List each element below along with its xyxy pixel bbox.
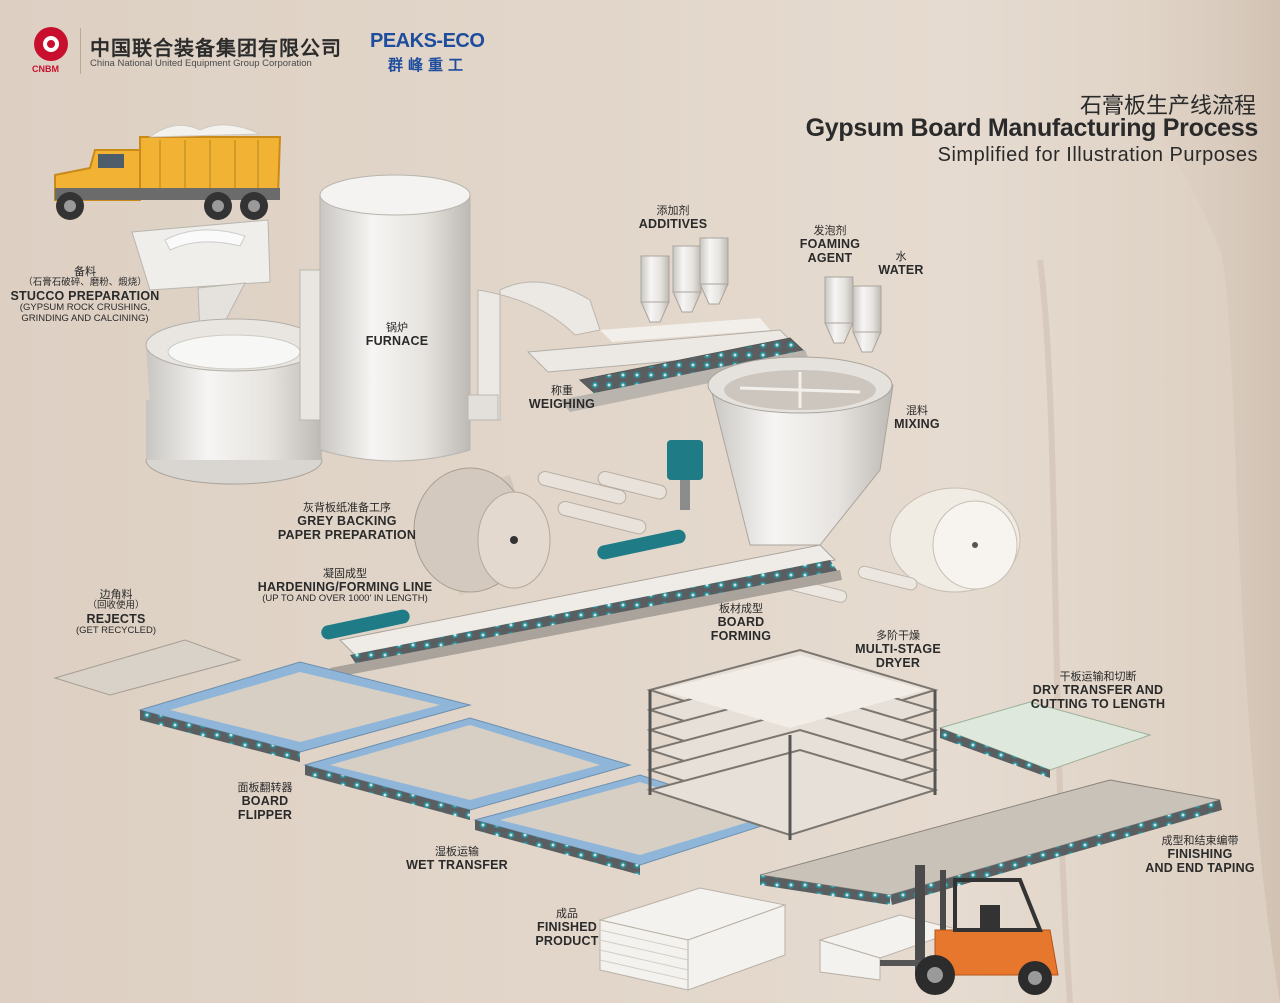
grey-paper-en2: PAPER PREPARATION	[277, 528, 417, 543]
rejects-cn: 边角料	[99, 588, 133, 601]
flipper-en2: FLIPPER	[237, 808, 293, 823]
finishing-en2: AND END TAPING	[1145, 861, 1255, 876]
label-multi-stage-dryer: 多阶干燥 MULTI-STAGE DRYER	[855, 629, 941, 671]
page-subtitle: Simplified for Illustration Purposes	[937, 144, 1258, 166]
board-forming-cn: 板材成型	[718, 602, 763, 615]
stucco-sub-cn: （石膏石破碎、磨粉、煅烧）	[23, 277, 147, 289]
dry-transfer-en2: CUTTING TO LENGTH	[1030, 697, 1166, 712]
dry-transfer-cn: 干板运输和切断	[1059, 670, 1137, 683]
label-mixing: 混料 MIXING	[894, 404, 940, 432]
flipper-cn: 面板翻转器	[237, 781, 293, 794]
label-dry-transfer: 干板运输和切断 DRY TRANSFER AND CUTTING TO LENG…	[1030, 670, 1166, 712]
finishing-cn: 成型和结束编带	[1161, 834, 1239, 847]
additives-en: ADDITIVES	[638, 217, 708, 232]
forming-line-sub: (UP TO AND OVER 1000' IN LENGTH)	[262, 593, 428, 605]
forming-line-cn: 凝固成型	[322, 567, 367, 580]
label-forming-line: 凝固成型 HARDENING/FORMING LINE (UP TO AND O…	[257, 567, 433, 605]
label-stucco-preparation: 备料 （石膏石破碎、磨粉、煅烧） STUCCO PREPARATION (GYP…	[10, 265, 160, 324]
stucco-en: STUCCO PREPARATION	[10, 288, 160, 303]
forklift-icon	[880, 865, 1059, 995]
dryer-cn: 多阶干燥	[875, 629, 920, 642]
forming-line-en: HARDENING/FORMING LINE	[257, 580, 433, 595]
dryer-en2: DRYER	[875, 656, 921, 671]
mixing-en: MIXING	[894, 417, 940, 432]
label-rejects: 边角料 （回收使用） REJECTS (GET RECYCLED)	[75, 588, 157, 637]
partner-logo-cn: 群峰重工	[388, 56, 469, 74]
rejects-sub: (GET RECYCLED)	[75, 624, 157, 636]
cnbm-logo-icon	[34, 27, 68, 61]
grey-paper-cn: 灰背板纸准备工序	[302, 501, 391, 514]
dump-truck-icon	[54, 124, 282, 220]
label-additives: 添加剂 ADDITIVES	[638, 204, 708, 232]
finished-cn: 成品	[556, 907, 578, 920]
rejects-en: REJECTS	[86, 611, 146, 626]
title-cn: 石膏板生产线流程	[1079, 94, 1256, 119]
company-name-cn: 中国联合装备集团有限公司	[90, 36, 342, 60]
furnace-en: FURNACE	[365, 334, 429, 349]
weighing-en: WEIGHING	[528, 397, 596, 412]
water-cn: 水	[895, 250, 907, 263]
dryer-en1: MULTI-STAGE	[855, 642, 941, 657]
water-en: WATER	[878, 263, 924, 278]
additives-cn: 添加剂	[656, 204, 690, 217]
label-wet-transfer: 湿板运输 WET TRANSFER	[406, 845, 508, 873]
finished-en2: PRODUCT	[535, 934, 599, 949]
label-grey-backing-paper: 灰背板纸准备工序 GREY BACKING PAPER PREPARATION	[277, 501, 417, 543]
furnace-cn: 锅炉	[385, 321, 408, 334]
stucco-sub2: GRINDING AND CALCINING)	[21, 312, 149, 324]
rejects-sub-cn: （回收使用）	[87, 600, 145, 612]
company-name-en: China National United Equipment Group Co…	[90, 58, 312, 69]
foaming-en2: AGENT	[807, 251, 853, 266]
flipper-en1: BOARD	[241, 794, 289, 809]
label-water: 水 WATER	[878, 250, 924, 278]
board-forming-en1: BOARD	[717, 615, 765, 630]
label-finishing-taping: 成型和结束编带 FINISHING AND END TAPING	[1145, 834, 1255, 876]
logo-divider	[80, 28, 81, 74]
label-board-flipper: 面板翻转器 BOARD FLIPPER	[237, 781, 293, 823]
foaming-en1: FOAMING	[799, 237, 861, 252]
label-foaming-agent: 发泡剂 FOAMING AGENT	[799, 224, 861, 266]
weighing-cn: 称重	[551, 384, 573, 397]
wet-transfer-en: WET TRANSFER	[406, 858, 508, 873]
finished-en1: FINISHED	[537, 920, 597, 935]
finishing-en1: FINISHING	[1167, 847, 1233, 862]
stucco-sub1: (GYPSUM ROCK CRUSHING,	[19, 301, 151, 313]
wet-transfer-cn: 湿板运输	[434, 845, 479, 858]
board-forming-en2: FORMING	[710, 629, 772, 644]
label-finished-product: 成品 FINISHED PRODUCT	[535, 907, 599, 949]
stucco-cn: 备料	[73, 265, 96, 278]
partner-logo-en: PEAKS-ECO	[370, 30, 485, 52]
foaming-cn: 发泡剂	[813, 224, 847, 237]
label-board-forming: 板材成型 BOARD FORMING	[710, 602, 772, 644]
page-title: Gypsum Board Manufacturing Process	[805, 114, 1259, 142]
mixing-cn: 混料	[906, 404, 928, 417]
label-weighing: 称重 WEIGHING	[528, 384, 596, 412]
dry-transfer-en1: DRY TRANSFER AND	[1032, 683, 1164, 698]
label-furnace: 锅炉 FURNACE	[365, 321, 429, 349]
cnbm-abbr: CNBM	[32, 64, 59, 74]
grey-paper-en1: GREY BACKING	[297, 514, 397, 529]
